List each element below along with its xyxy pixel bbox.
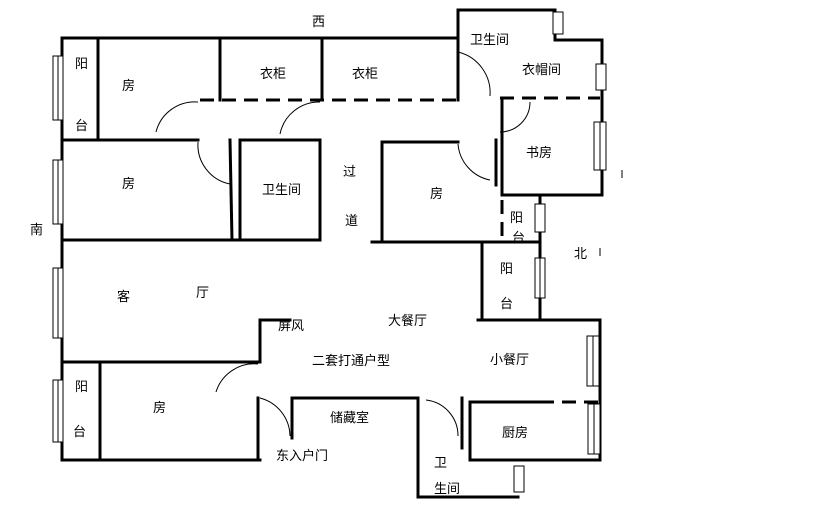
bathroom-top-label: 卫生间 xyxy=(470,32,509,47)
balcony-e-label-2: 台 xyxy=(500,296,513,311)
bathroom-mid-label: 卫生间 xyxy=(262,182,301,197)
balcony-ne-label-2: 台 xyxy=(512,230,525,245)
direction-north: 北 xyxy=(574,246,587,261)
door-nw-bedroom xyxy=(155,101,199,133)
screen-label: 屏风 xyxy=(278,318,304,333)
window-bathroom-bottom xyxy=(513,465,525,493)
balcony-ne-label-1: 阳 xyxy=(510,210,523,225)
balcony-e-label-1: 阳 xyxy=(500,261,513,276)
balcony-sw-label-2: 台 xyxy=(73,424,86,439)
bedroom-nw-label: 房 xyxy=(122,78,135,93)
door-bathroom-bottom xyxy=(425,399,459,437)
door-sw-bedroom xyxy=(215,363,259,393)
window-bathroom-top xyxy=(552,11,564,35)
bedroom-sw-label: 房 xyxy=(153,400,166,415)
plan-type-label: 二套打通户型 xyxy=(312,353,390,368)
door-w-bedroom xyxy=(197,141,231,185)
cloakroom-label: 衣帽间 xyxy=(522,62,561,77)
study-label: 书房 xyxy=(526,145,552,160)
dashed-partitions xyxy=(96,96,600,440)
corridor-label-2: 道 xyxy=(345,213,358,228)
bedroom-center-label: 房 xyxy=(430,186,443,201)
door-center-bedroom xyxy=(457,143,491,181)
bathroom-bottom-label-2: 生间 xyxy=(434,481,460,496)
bathroom-bottom-label-1: 卫 xyxy=(434,455,447,470)
small-dining-label: 小餐厅 xyxy=(490,352,529,367)
corridor-label-1: 过 xyxy=(343,164,356,179)
big-dining-label: 大餐厅 xyxy=(388,313,427,328)
living-room-label-1: 客 xyxy=(117,289,130,304)
wardrobe-label-2: 衣柜 xyxy=(352,66,378,81)
door-cloakroom xyxy=(499,101,531,133)
door-bathroom-top xyxy=(457,51,491,97)
door-entrance xyxy=(259,397,291,437)
window-cloakroom xyxy=(595,63,607,91)
interior-walls xyxy=(60,38,542,462)
kitchen-label: 厨房 xyxy=(502,425,528,440)
direction-west: 西 xyxy=(312,14,325,29)
balcony-sw-label-1: 阳 xyxy=(75,379,88,394)
entrance-label: 东入户门 xyxy=(276,448,328,463)
labels: 西 南 北 阳 台 房 衣柜 衣柜 卫生间 衣帽间 房 卫生间 过 道 房 书房… xyxy=(30,14,587,496)
direction-south: 南 xyxy=(30,222,43,237)
doors xyxy=(155,51,531,437)
wardrobe-label-1: 衣柜 xyxy=(260,66,286,81)
windows xyxy=(52,11,607,493)
balcony-nw-label-2: 台 xyxy=(75,118,88,133)
bedroom-w-label: 房 xyxy=(122,176,135,191)
window-ne-balcony xyxy=(534,203,546,233)
living-room-label-2: 厅 xyxy=(196,285,209,300)
balcony-nw-label-1: 阳 xyxy=(75,56,88,71)
storage-label: 储藏室 xyxy=(330,410,369,425)
door-bathroom-mid xyxy=(279,101,321,135)
